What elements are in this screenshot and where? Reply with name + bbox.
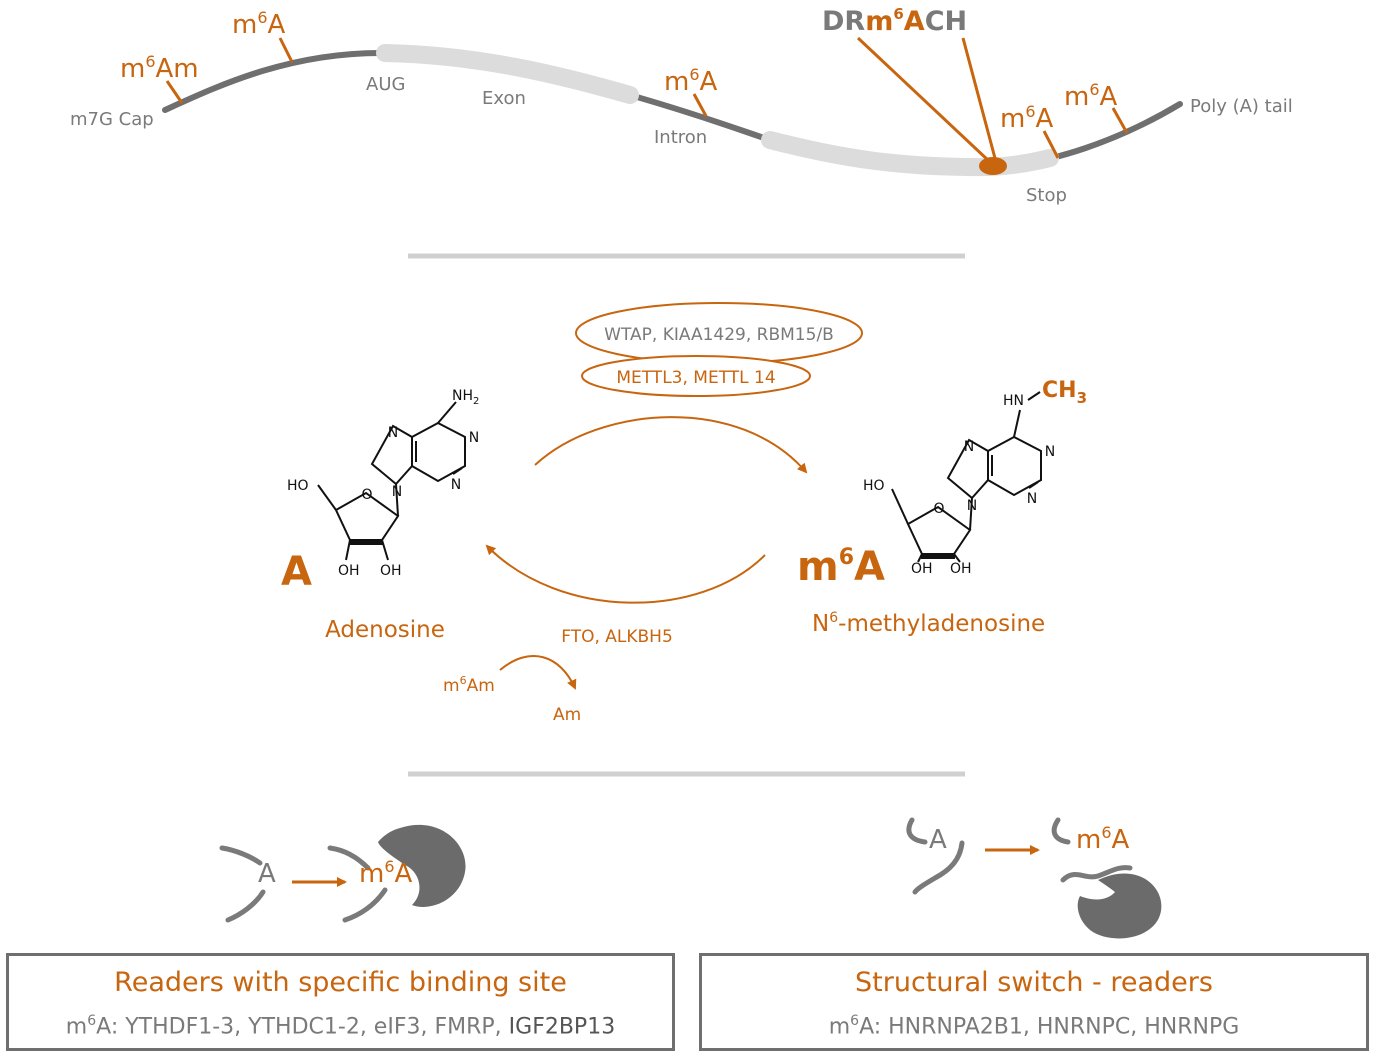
writers-core-ellipse: [581, 355, 811, 397]
ch3-group: CH3: [1042, 378, 1087, 407]
atom-n: N: [469, 430, 479, 446]
adenosine-structure: [317, 401, 466, 561]
motif-pointer: [856, 36, 992, 164]
intron-label: Intron: [654, 127, 707, 148]
readers-specific-box: Readers with specific binding site m6A: …: [6, 953, 675, 1051]
atom-oh: OH: [911, 561, 933, 577]
atom-n: N: [967, 498, 977, 514]
m6am-small-label: m6Am: [443, 674, 495, 696]
rna-strand-icon: [1051, 817, 1071, 845]
reader-right-a: A: [929, 825, 947, 855]
rna-strand-icon: [219, 845, 263, 866]
atom-oh: OH: [380, 563, 402, 579]
exon-segment: [761, 131, 1059, 177]
mod-tick: [692, 93, 708, 117]
atom-o: O: [361, 487, 372, 503]
mod-tick: [278, 37, 294, 63]
adenosine-name: Adenosine: [325, 617, 445, 643]
atom-n: N: [392, 484, 402, 500]
rna-strand-icon: [912, 840, 965, 895]
reader-left-m6a: m6A: [359, 857, 413, 889]
arrow-right-icon: [534, 416, 808, 474]
motif-site: [979, 157, 1007, 175]
atom-hn: HN: [1003, 393, 1024, 409]
m6a-mark: m6A: [1000, 102, 1054, 134]
atom-nh2: NH2: [452, 388, 479, 407]
arrow-left-icon: [485, 544, 766, 604]
m6a-mark: m6A: [232, 8, 286, 40]
rna-strand-icon: [327, 845, 371, 871]
box-list: m6A: YTHDF1-3, YTHDC1-2, eIF3, FMRP, IGF…: [65, 1013, 616, 1040]
arrow-right-icon: [499, 655, 577, 690]
methylation-cycle: WTAP, KIAA1429, RBM15/B METTL3, METTL 14…: [281, 302, 1087, 725]
writers-core-label: METTL3, METTL 14: [616, 368, 775, 388]
reader-right-illustration: A m6A: [906, 817, 1162, 939]
m6a-structure: [891, 391, 1042, 563]
atom-o: O: [933, 501, 944, 517]
atom-n: N: [1027, 491, 1037, 507]
atom-ho: HO: [863, 478, 885, 494]
rna-strand-icon: [342, 887, 388, 923]
atom-oh: OH: [950, 561, 972, 577]
motif-pointer: [961, 37, 998, 163]
atom-n: N: [1045, 444, 1055, 460]
aug-label: AUG: [366, 74, 405, 95]
reader-left-a: A: [258, 859, 276, 889]
erasers-label: FTO, ALKBH5: [561, 627, 673, 647]
m6am-mark: m6Am: [120, 52, 199, 84]
exon-label: Exon: [482, 88, 526, 109]
box-title: Structural switch - readers: [855, 967, 1213, 998]
atom-ho: HO: [287, 478, 309, 494]
mod-tick: [1111, 107, 1129, 134]
box-list: m6A: HNRNPA2B1, HNRNPC, HNRNPG: [828, 1013, 1240, 1040]
motif-label: DRm6ACH: [822, 5, 967, 37]
reader-left-illustration: A m6A: [219, 824, 466, 923]
am-small-label: Am: [553, 705, 581, 725]
mod-tick: [165, 80, 184, 104]
box-title: Readers with specific binding site: [114, 967, 567, 998]
m6a-letter: m6A: [797, 544, 885, 590]
m6a-name: N6-methyladenosine: [812, 610, 1045, 637]
rna-strand-icon: [906, 817, 928, 845]
m6a-mark: m6A: [1064, 80, 1118, 112]
reader-protein-icon: [378, 824, 466, 907]
structural-switch-box: Structural switch - readers m6A: HNRNPA2…: [699, 953, 1369, 1051]
polya-label: Poly (A) tail: [1190, 96, 1293, 117]
stop-label: Stop: [1026, 185, 1067, 206]
atom-n: N: [388, 425, 398, 441]
rna-strand-icon: [225, 889, 266, 923]
atom-n: N: [964, 439, 974, 455]
writers-complex-label: WTAP, KIAA1429, RBM15/B: [604, 325, 834, 345]
rna-strand-icon: [1060, 865, 1133, 883]
cap-label: m7G Cap: [70, 109, 154, 130]
reader-protein-icon: [1077, 873, 1162, 939]
atom-oh: OH: [338, 563, 360, 579]
m6a-mark: m6A: [664, 65, 718, 97]
adenosine-letter: A: [281, 549, 312, 595]
reader-right-m6a: m6A: [1076, 823, 1130, 855]
atom-n: N: [451, 477, 461, 493]
exon-segment: [376, 44, 639, 104]
mrna-strand: m7G Cap AUG Exon Intron Stop Poly (A) ta…: [70, 5, 1293, 206]
mod-tick: [1042, 130, 1060, 159]
